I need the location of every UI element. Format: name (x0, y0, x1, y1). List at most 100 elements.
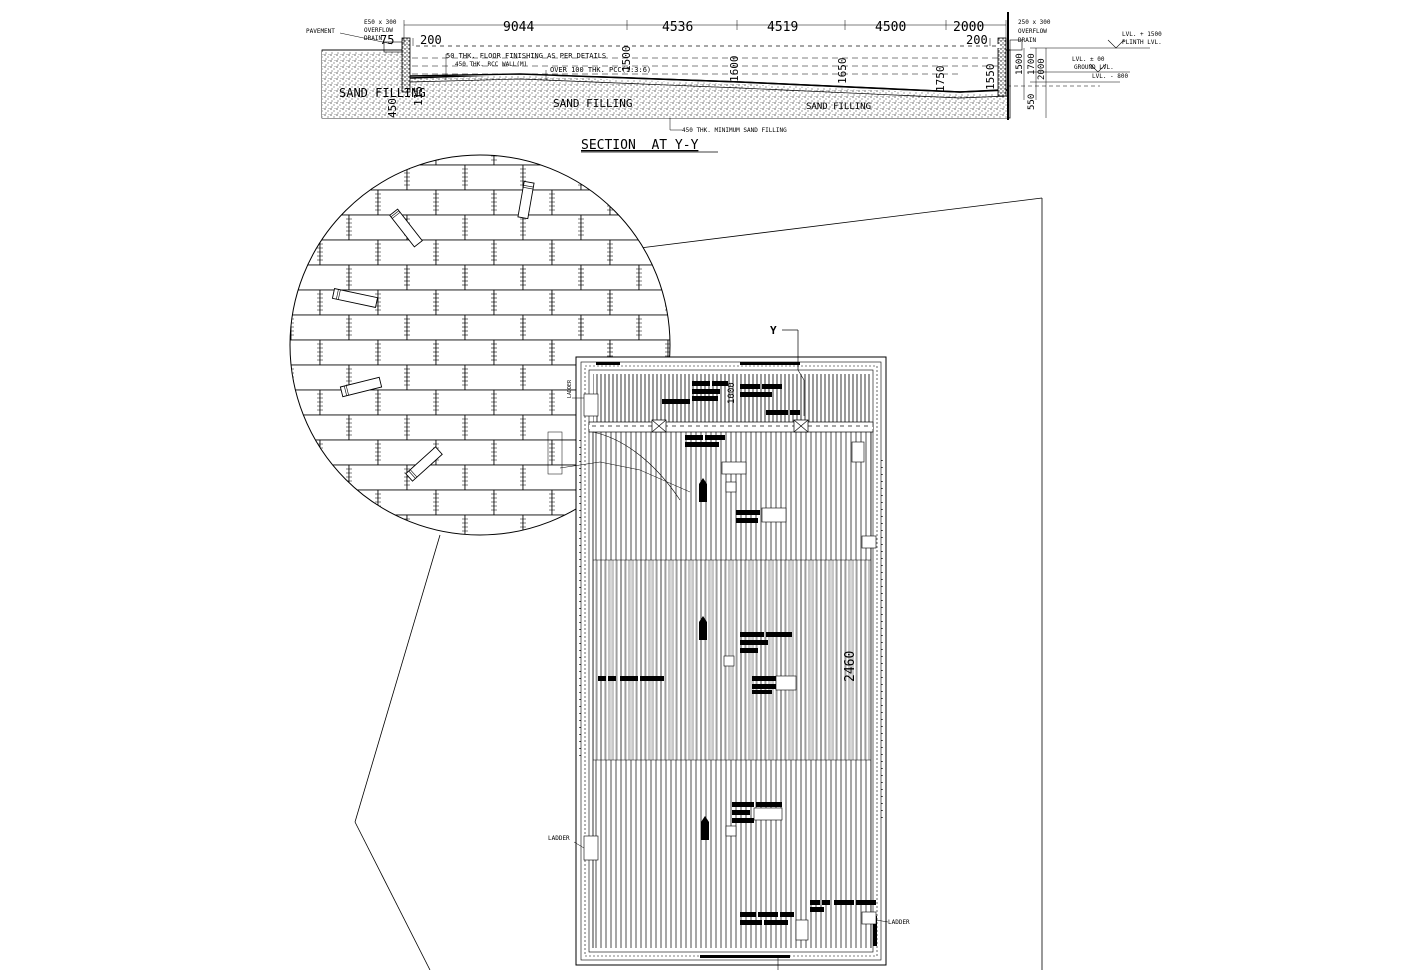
section-dim-200-left: 200 (420, 33, 442, 47)
paver-brick (493, 239, 553, 266)
section-depth-1: 1500 (620, 46, 633, 73)
section-left-drain-size: E50 x 300 (364, 19, 397, 26)
paver-brick (319, 239, 379, 266)
section-title: SECTION AT Y-Y (581, 138, 699, 153)
paver-brick (290, 389, 321, 416)
paver-brick (406, 514, 466, 535)
paver-brick (290, 164, 350, 191)
paver-brick (377, 239, 437, 266)
paver-brick (580, 164, 640, 191)
paver-brick (204, 490, 262, 515)
section-depth-5: 1550 (984, 64, 997, 91)
paver-brick (290, 239, 321, 266)
paver-brick (813, 215, 871, 240)
plan-section-marker-y: Y (770, 324, 777, 337)
section-callout-wall: 450 THK. RCC WALL(M) (455, 61, 527, 68)
paver-brick (290, 439, 321, 466)
paver-brick (551, 189, 611, 216)
paver-brick (406, 264, 466, 291)
section-right-wall (997, 37, 1007, 97)
paver-brick (726, 240, 784, 265)
paver-brick (290, 414, 292, 441)
section-bottom-note: 450 THK. MINIMUM SAND FILLING (682, 127, 787, 134)
section-level-plinth: PLINTH LVL. (1122, 39, 1162, 46)
plan-annotation-blocks (596, 362, 877, 958)
paver-brick (348, 514, 408, 535)
paver-brick (290, 164, 292, 191)
paver-brick (204, 290, 262, 315)
paver-brick (377, 289, 437, 316)
detail-leader-lines (354, 197, 1043, 970)
paver-brick (435, 289, 495, 316)
plan-side-dim: 1000 (727, 382, 737, 404)
paver-brick (290, 514, 350, 535)
paver-brick (377, 339, 437, 366)
section-floor-layer (409, 78, 1009, 99)
paver-brick (377, 155, 437, 166)
section-dim-200-right: 200 (966, 33, 988, 47)
paver-brick (290, 314, 292, 341)
section-dim-4: 4500 (875, 20, 906, 35)
paver-brick (435, 189, 495, 216)
paver-brick (319, 439, 379, 466)
section-right-drain-label-2: DRAIN (1018, 37, 1036, 44)
paver-brick (638, 264, 670, 291)
paver-brick (377, 489, 437, 516)
section-dim-1: 9044 (503, 20, 534, 35)
paver-brick (697, 165, 755, 190)
plan-shallow-area (593, 374, 871, 422)
paver-brick (784, 140, 842, 165)
paver-brick (697, 215, 755, 240)
paver-brick (290, 155, 321, 166)
paver-brick (406, 414, 466, 441)
paver-brick (435, 439, 495, 466)
paver-brick (609, 189, 669, 216)
paver-brick (667, 339, 670, 366)
paver-brick (319, 155, 379, 166)
paver-brick (204, 440, 262, 465)
paver-brick (348, 464, 408, 491)
paver-brick (493, 155, 553, 166)
paver-brick (290, 289, 321, 316)
paver-brick (320, 540, 378, 565)
paver-brick (493, 339, 553, 366)
paver-brick (377, 189, 437, 216)
section-dim-5: 2000 (953, 20, 984, 35)
paver-brick (319, 189, 379, 216)
paver-brick (493, 489, 553, 516)
paver-brick (319, 339, 379, 366)
section-right-depth-2: 1700 (1027, 53, 1037, 75)
paver-brick (609, 239, 669, 266)
paver-brick (290, 514, 292, 535)
paver-brick (464, 464, 524, 491)
paver-brick (436, 540, 494, 565)
plan-ladder-label-3: LADDER (888, 919, 910, 926)
paver-brick (464, 214, 524, 241)
paver-brick (493, 389, 553, 416)
paver-brick (406, 164, 466, 191)
section-pavement-label: PAVEMENT (306, 28, 335, 35)
section-sand-filling-3: SAND FILLING (806, 102, 871, 112)
paver-brick (609, 289, 669, 316)
paver-brick (522, 314, 582, 341)
paver-brick (726, 140, 784, 165)
paver-brick (638, 164, 670, 191)
paver-brick (813, 315, 871, 340)
paver-brick (784, 190, 842, 215)
section-left-drain-label-2: DRAIN (364, 35, 382, 42)
paver-brick (464, 164, 524, 191)
section-depth-2: 1600 (728, 56, 741, 83)
paver-brick (290, 364, 350, 391)
paver-brick (464, 314, 524, 341)
paver-brick (784, 240, 842, 265)
paver-brick (551, 239, 611, 266)
paver-brick (493, 289, 553, 316)
paver-brick (290, 214, 350, 241)
section-dim-3: 4519 (767, 20, 798, 35)
paver-brick (204, 190, 262, 215)
section-sand-filling-1: SAND FILLING (339, 86, 426, 100)
section-right-drain-size: 250 x 300 (1018, 19, 1051, 26)
section-callout-floor: 50 THK. FLOOR FINISHING AS PER DETAILS (446, 52, 606, 60)
paver-brick (378, 540, 436, 565)
paver-brick (726, 290, 784, 315)
